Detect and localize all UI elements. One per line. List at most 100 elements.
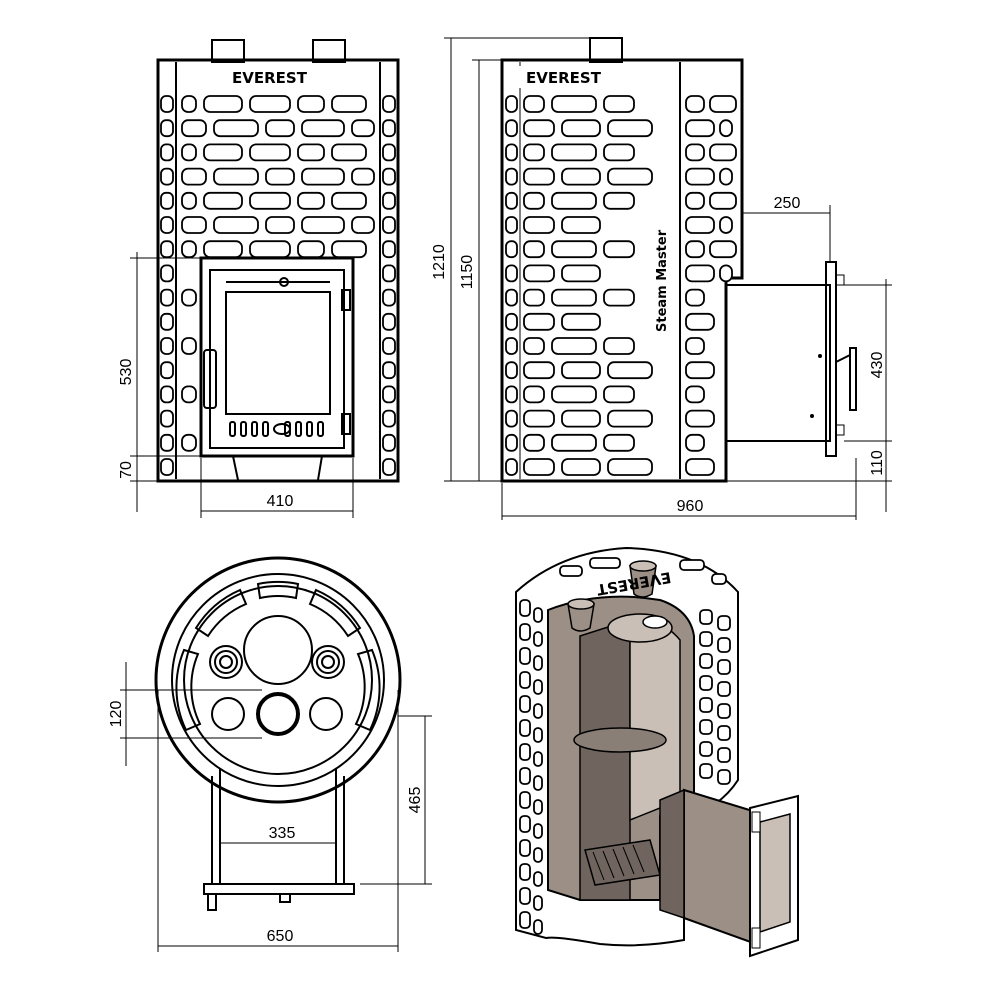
front-hole [297,95,325,113]
door-vent-slot [229,421,236,437]
top-outer-shell [154,556,402,804]
cutaway-mesh-hole [699,631,713,647]
side-hole [685,385,705,404]
cutaway-mesh-hole [519,743,531,761]
front-dimensions: 530 70 410 [118,252,354,518]
front-strip-hole [382,119,396,138]
front-hole [249,143,291,162]
front-hole [203,240,243,259]
front-hole [351,167,375,186]
side-hole [709,240,737,259]
side-strip-hole [505,264,518,283]
front-hole [265,167,295,186]
side-hole [607,167,653,186]
side-hole [719,264,733,283]
cutaway-chimney-right [629,565,657,598]
front-perforation-pattern [160,95,396,476]
side-hole [709,95,737,113]
side-strip-hole [505,312,518,331]
top-feed-tunnel [203,768,355,911]
cutaway-mesh-hole [717,659,731,675]
front-hole [181,167,207,186]
side-hole [709,143,737,162]
side-feed-tunnel [725,261,857,457]
side-hole [561,167,601,186]
side-hole [523,119,555,138]
top-dimensions: 120 335 465 650 [108,662,432,952]
top-hole-right [309,697,343,731]
side-hole [551,143,597,162]
front-chimney-right [312,39,346,63]
side-hole [685,288,705,307]
side-hole [607,119,653,138]
front-strip-hole [160,216,174,234]
cutaway-mesh-hole [533,607,543,623]
side-hole [685,119,715,138]
cutaway-mesh-hole [589,557,621,569]
cutaway-mesh-hole [699,697,713,713]
side-hole [719,216,733,234]
side-chimney [589,37,623,63]
door-vent-slot [306,421,313,437]
dim-side-total-depth: 960 [677,498,704,515]
cutaway-mesh-hole [679,559,705,571]
cutaway-mesh-hole [533,679,543,695]
side-hole [685,191,705,210]
side-hole [523,216,555,234]
front-strip-hole [160,143,174,162]
front-strip-hole [382,385,396,404]
cutaway-mesh-hole [717,615,731,631]
front-strip-hole [160,264,174,283]
side-strip-hole [505,361,518,380]
cutaway-mesh-hole [717,747,731,763]
front-strip-hole [160,433,174,452]
side-strip-hole [505,191,518,210]
side-hole [523,191,545,210]
front-strip-hole [160,167,174,186]
front-chimney-left [211,39,245,63]
dim-side-tunnel-base: 110 [869,450,886,476]
cutaway-mesh-hole [519,839,531,857]
front-strip-hole [382,337,396,355]
side-hole [719,119,733,138]
dim-front-door-height: 530 [118,359,135,386]
front-hole [181,288,197,307]
cutaway-feed-tunnel [659,788,799,958]
side-hole [719,167,733,186]
door-vent-slot [251,421,258,437]
side-hole [607,458,653,476]
door-vent-slot [317,421,324,437]
side-brand-text: EVEREST [526,69,602,87]
door-vent-knob [273,423,291,435]
cutaway-mesh-hole [717,725,731,741]
cutaway-mesh-hole [519,599,531,617]
front-strip-hole [160,240,174,259]
side-hole [561,119,601,138]
front-strip-hole [382,409,396,428]
dim-front-base-height: 70 [118,461,135,479]
front-hole [181,240,197,259]
top-ring-slots [175,581,381,732]
dim-front-door-width: 410 [267,493,294,510]
cutaway-mesh-hole [519,767,531,785]
front-strip-hole [382,361,396,380]
cutaway-mesh-hole [711,573,727,585]
side-hole [685,167,715,186]
cutaway-mesh-hole [519,647,531,665]
cutaway-mesh-hole [519,695,531,713]
side-hole [551,433,597,452]
front-hole [213,167,259,186]
cutaway-mesh-hole [699,763,713,779]
front-hole [331,143,367,162]
front-strip-hole [382,264,396,283]
side-hole [685,458,715,476]
front-strip-hole [382,95,396,113]
front-strip-hole [382,240,396,259]
side-hole [523,361,555,380]
side-hole [523,95,545,113]
cutaway-chimney-left [567,603,595,632]
side-hole [523,288,545,307]
side-hole [685,143,705,162]
side-hole [685,264,715,283]
front-strip-hole [160,385,174,404]
